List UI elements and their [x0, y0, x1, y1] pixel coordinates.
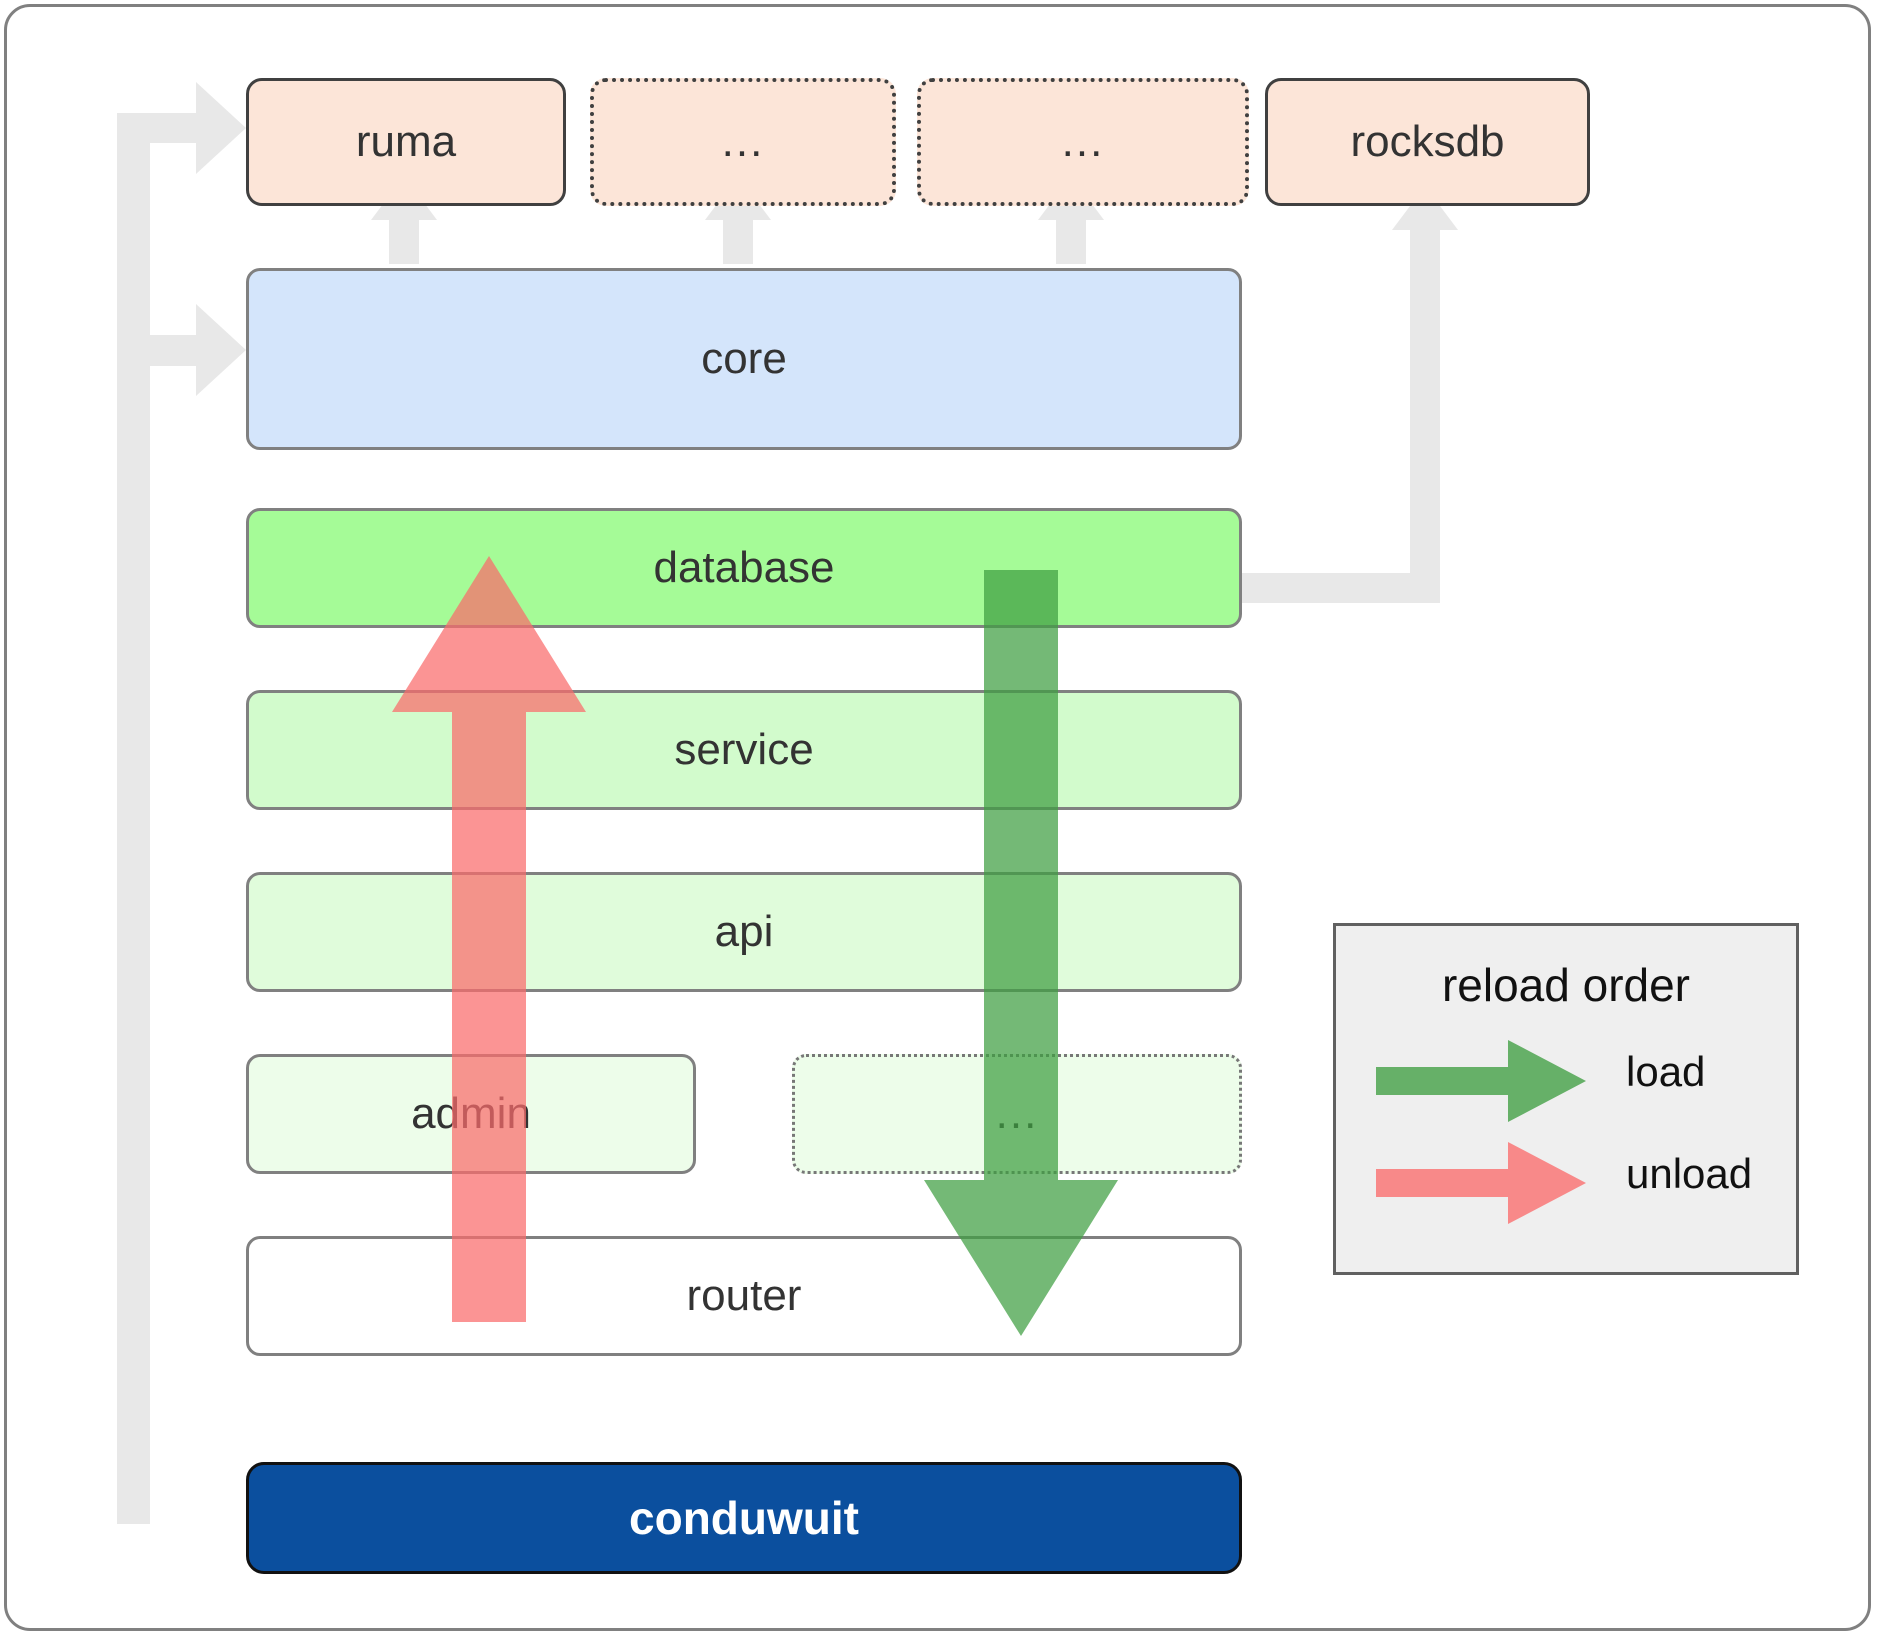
layer-node-router[interactable]: router [246, 1236, 1242, 1356]
dependency-node-ellipsis-2[interactable]: ... [917, 78, 1249, 206]
connector-branch-core [117, 304, 246, 396]
unload-arrow [392, 556, 586, 1322]
legend-label-load: load [1626, 1048, 1706, 1095]
connector-conduwuit-to-ruma-and-core [117, 128, 246, 1524]
legend-load-arrow-icon [1376, 1040, 1586, 1122]
legend-row-unload: unload [1336, 1138, 1796, 1228]
connector-branch-ruma [117, 82, 246, 174]
layer-node-database[interactable]: database [246, 508, 1242, 628]
legend-panel: reload order load unload [1333, 923, 1799, 1275]
layer-node-api[interactable]: api [246, 872, 1242, 992]
legend-unload-arrow-icon [1376, 1142, 1586, 1224]
load-arrow-shaft-and-head [924, 570, 1118, 1336]
connector-database-to-rocksdb [1235, 186, 1458, 603]
conduwuit-label: conduwuit [629, 1492, 859, 1544]
unload-arrow-shaft-and-head [392, 556, 586, 1322]
load-arrow [924, 570, 1118, 1336]
legend-label-unload: unload [1626, 1150, 1753, 1197]
legend-title: reload order [1441, 959, 1691, 1011]
legend-row-load: load [1336, 1036, 1796, 1126]
conduwuit-node[interactable]: conduwuit [246, 1462, 1242, 1574]
